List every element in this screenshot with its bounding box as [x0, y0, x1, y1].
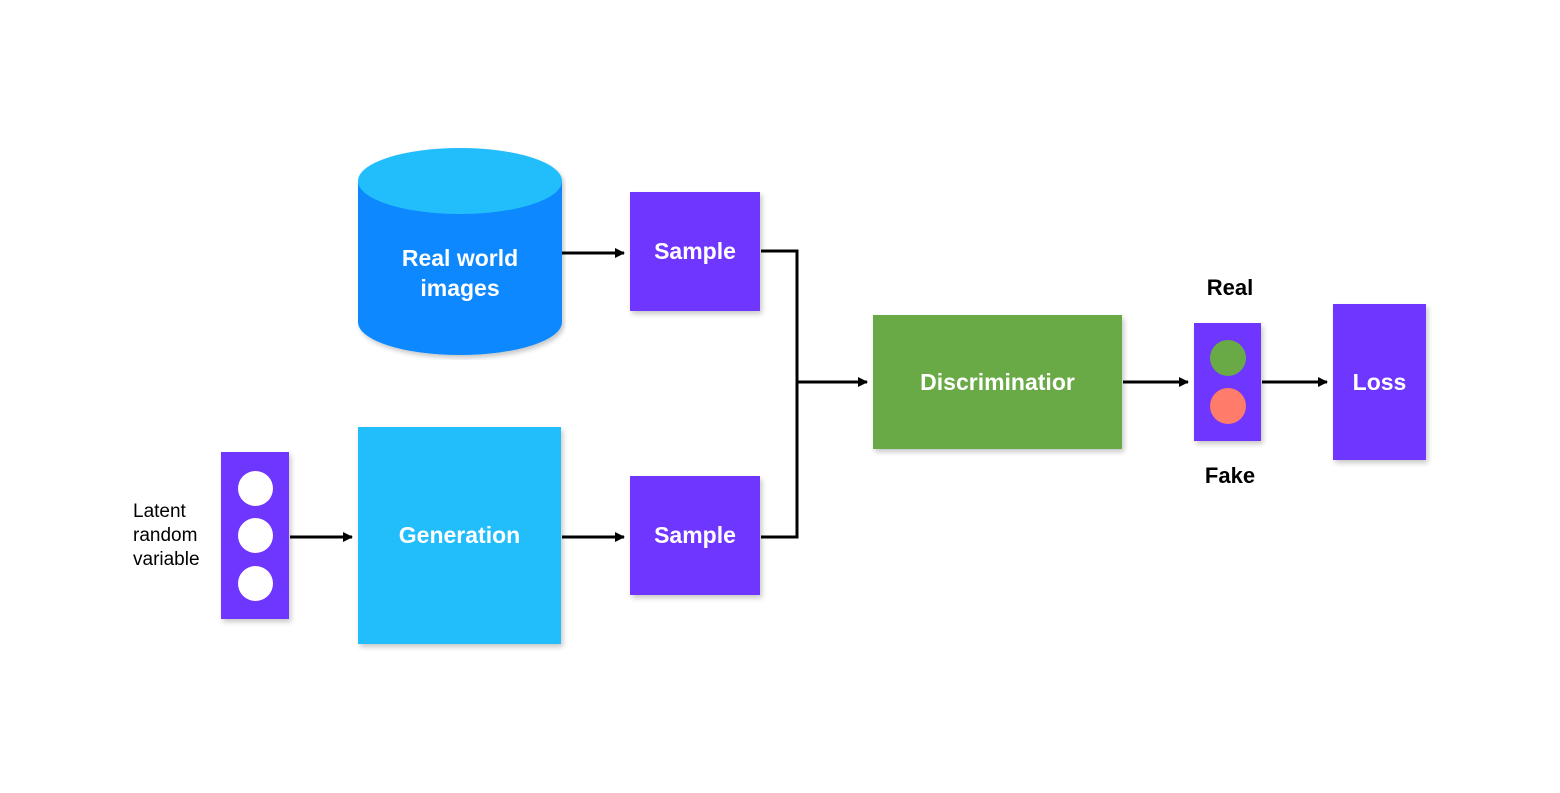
latent-node-3 [238, 566, 273, 601]
discriminator-box: Discriminatior [873, 315, 1122, 449]
sample-box-top: Sample [630, 192, 760, 311]
latent-node-2 [238, 518, 273, 553]
latent-random-variable-label: Latent random variable [133, 501, 200, 570]
latent-node-1 [238, 471, 273, 506]
sample-top-label: Sample [654, 238, 736, 264]
loss-label: Loss [1352, 368, 1407, 395]
real-label: Real [1206, 275, 1254, 300]
discriminator-label: Discriminatior [920, 368, 1075, 395]
real-indicator [1210, 340, 1246, 376]
fake-indicator [1210, 388, 1246, 424]
database-top [358, 148, 562, 214]
fake-label: Fake [1204, 463, 1256, 488]
sample-bottom-label: Sample [654, 522, 736, 548]
real-world-images-database [358, 148, 562, 355]
database-body [358, 181, 562, 355]
loss-box: Loss [1333, 304, 1426, 460]
generation-label: Generation [398, 522, 521, 548]
connector-sample-top-to-junction [761, 249, 799, 539]
sample-box-bottom: Sample [630, 476, 760, 595]
real-world-images-label: Real world images [401, 245, 519, 301]
generation-box: Generation [358, 427, 561, 644]
